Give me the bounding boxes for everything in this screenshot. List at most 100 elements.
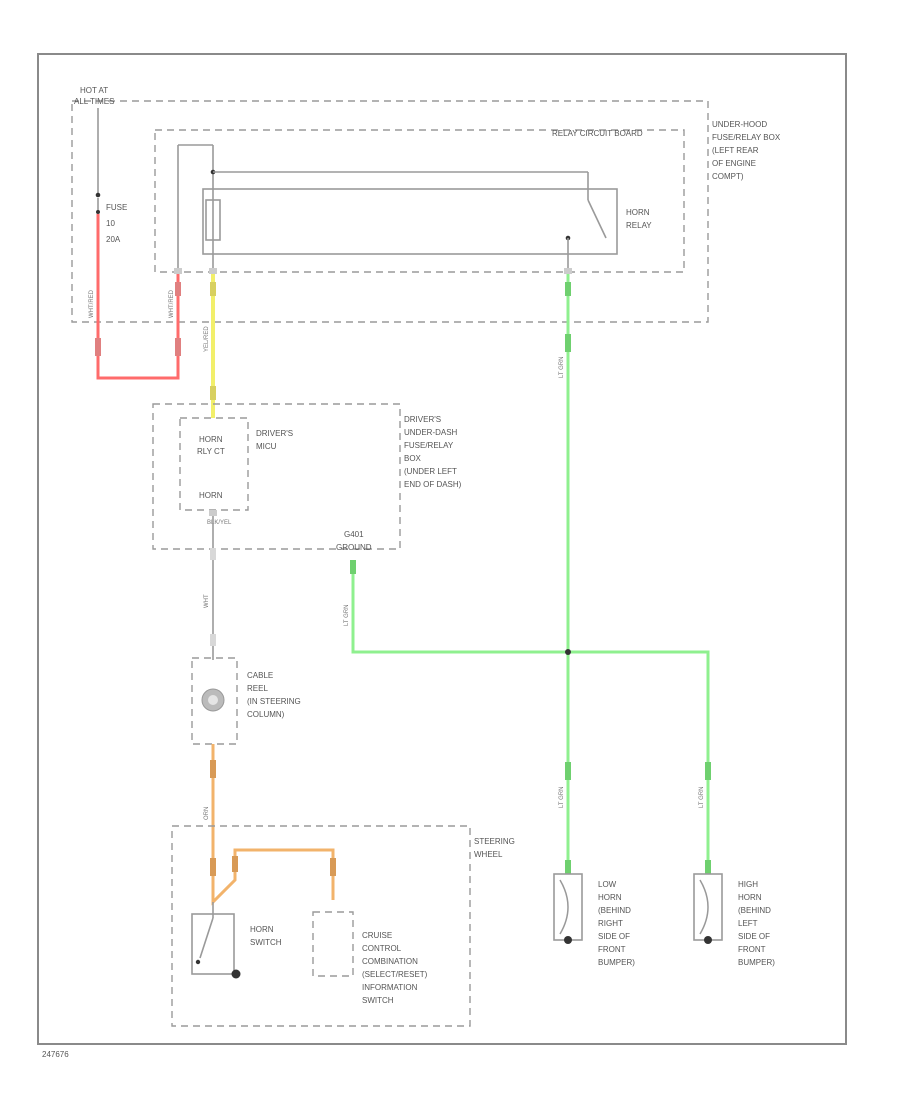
horn-out-wire-label: BLK/YEL [207, 520, 232, 526]
yellow-wire-label: YEL/RED [204, 326, 210, 352]
white-wire-connector-2 [210, 634, 216, 646]
cable-reel-label-3: (IN STEERING [247, 697, 301, 706]
horn-switch-dot [195, 959, 201, 965]
high-horn-label-7: BUMPER) [738, 958, 775, 967]
yellow-wire-connector-1 [210, 282, 216, 296]
horn-relay-label-2: RELAY [626, 221, 652, 230]
high-horn-label-1: HIGH [738, 880, 758, 889]
low-horn-icon [559, 879, 569, 935]
low-horn-label-7: BUMPER) [598, 958, 635, 967]
green-wire-connector-2 [565, 334, 571, 352]
underhood-box-label-3: (LEFT REAR [712, 146, 759, 155]
under-dash-fuse-relay-box [152, 403, 401, 550]
green-wire-ground-branch [351, 560, 710, 870]
yellow-wire-connector-2 [210, 386, 216, 400]
red-wire-connector-2 [175, 338, 181, 356]
steering-wheel-label-2: WHEEL [474, 850, 503, 859]
horn-switch-box [191, 913, 235, 975]
low-horn-label-5: SIDE OF [598, 932, 630, 941]
green-wire-connector-3 [350, 560, 356, 574]
g401-label-2: GROUND [336, 543, 372, 552]
orange-wire-connector-2 [210, 858, 216, 876]
red-wire-label-2: WHT/RED [169, 289, 175, 318]
high-horn-label-2: HORN [738, 893, 762, 902]
fuse-label: FUSE [106, 203, 127, 212]
horn-terminal-label: HORN [199, 491, 223, 500]
horn-relay-box [202, 188, 618, 255]
cable-reel-label-4: COLUMN) [247, 710, 285, 719]
high-horn [693, 873, 723, 944]
cruise-control-switch-box [312, 911, 354, 977]
cruise-label-3: COMBINATION [362, 957, 418, 966]
low-horn-label-3: (BEHIND [598, 906, 631, 915]
green-wire-connector-1 [565, 282, 571, 296]
diagram-code: 247676 [42, 1050, 69, 1059]
cruise-label-4: (SELECT/RESET) [362, 970, 428, 979]
high-horn-icon [699, 879, 709, 935]
relay-circuit-board-label: RELAY CIRCUIT BOARD [552, 129, 643, 138]
orange-wire-connector-4 [330, 858, 336, 876]
cruise-label-1: CRUISE [362, 931, 392, 940]
underhood-box-label-1: UNDER-HOOD [712, 120, 767, 129]
g401-label-1: G401 [344, 530, 364, 539]
orange-wire-connector-1 [210, 760, 216, 778]
red-wire-connector-3 [175, 282, 181, 296]
green-wire-connector-7 [705, 860, 711, 874]
low-horn-label-2: HORN [598, 893, 622, 902]
horn-relay-label-1: HORN [626, 208, 650, 217]
underhood-fuse-relay-box [71, 100, 709, 323]
low-horn-ground-icon [564, 936, 572, 944]
drivers-micu-label-2: MICU [256, 442, 277, 451]
red-wire-connector-1 [95, 338, 101, 356]
steering-wheel-label-1: STEERING [474, 837, 515, 846]
green-wire-label-low: LT GRN [559, 787, 565, 808]
high-horn-label-5: SIDE OF [738, 932, 770, 941]
red-wire-label-1: WHT/RED [89, 289, 95, 318]
green-wire-connector-5 [705, 762, 711, 780]
relay-coil [205, 199, 221, 241]
high-horn-label-6: FRONT [738, 945, 766, 954]
under-dash-label-1: DRIVER'S [404, 415, 441, 424]
cruise-label-2: CONTROL [362, 944, 402, 953]
red-wire [96, 214, 180, 380]
green-wire-connector-4 [565, 762, 571, 780]
horn-rly-ct-label-2: RLY CT [197, 447, 225, 456]
horn-switch-ground-icon [231, 969, 241, 979]
micu-horn-pin [209, 510, 217, 516]
green-wire-label-left: LT GRN [344, 605, 350, 626]
under-dash-label-5: (UNDER LEFT [404, 467, 457, 476]
cruise-label-6: SWITCH [362, 996, 394, 1005]
green-wire-label-top: LT GRN [559, 357, 565, 378]
orange-wire-connector-3 [232, 856, 238, 872]
green-wire-connector-6 [565, 860, 571, 874]
fuse-lower-dot [96, 210, 100, 214]
steering-wheel-box [171, 825, 471, 1027]
relay-switch-contact [587, 199, 607, 239]
fuse-number: 10 [106, 219, 115, 228]
cruise-label-5: INFORMATION [362, 983, 418, 992]
horn-switch-label-1: HORN [250, 925, 274, 934]
fuse-terminal-dot [95, 192, 101, 198]
underhood-box-label-4: OF ENGINE [712, 159, 756, 168]
under-dash-label-2: UNDER-DASH [404, 428, 458, 437]
cable-reel-label-1: CABLE [247, 671, 273, 680]
white-wire-label: WHT [204, 594, 210, 608]
hot-at-all-times-line1: HOT AT [80, 86, 108, 95]
low-horn-label-1: LOW [598, 880, 617, 889]
under-dash-label-4: BOX [404, 454, 422, 463]
green-wire-splice [565, 649, 571, 655]
under-dash-label-6: END OF DASH) [404, 480, 462, 489]
white-wire-connector-1 [210, 548, 216, 560]
underhood-box-label-2: FUSE/RELAY BOX [712, 133, 781, 142]
green-wire-label-high: LT GRN [699, 787, 705, 808]
hot-at-all-times-line2: ALL TIMES [74, 97, 114, 106]
cable-reel-label-2: REEL [247, 684, 268, 693]
under-dash-label-3: FUSE/RELAY [404, 441, 454, 450]
diagram-border [37, 53, 847, 1045]
low-horn [553, 873, 583, 944]
high-horn-ground-icon [704, 936, 712, 944]
high-horn-label-3: (BEHIND [738, 906, 771, 915]
high-horn-label-4: LEFT [738, 919, 758, 928]
low-horn-label-6: FRONT [598, 945, 626, 954]
